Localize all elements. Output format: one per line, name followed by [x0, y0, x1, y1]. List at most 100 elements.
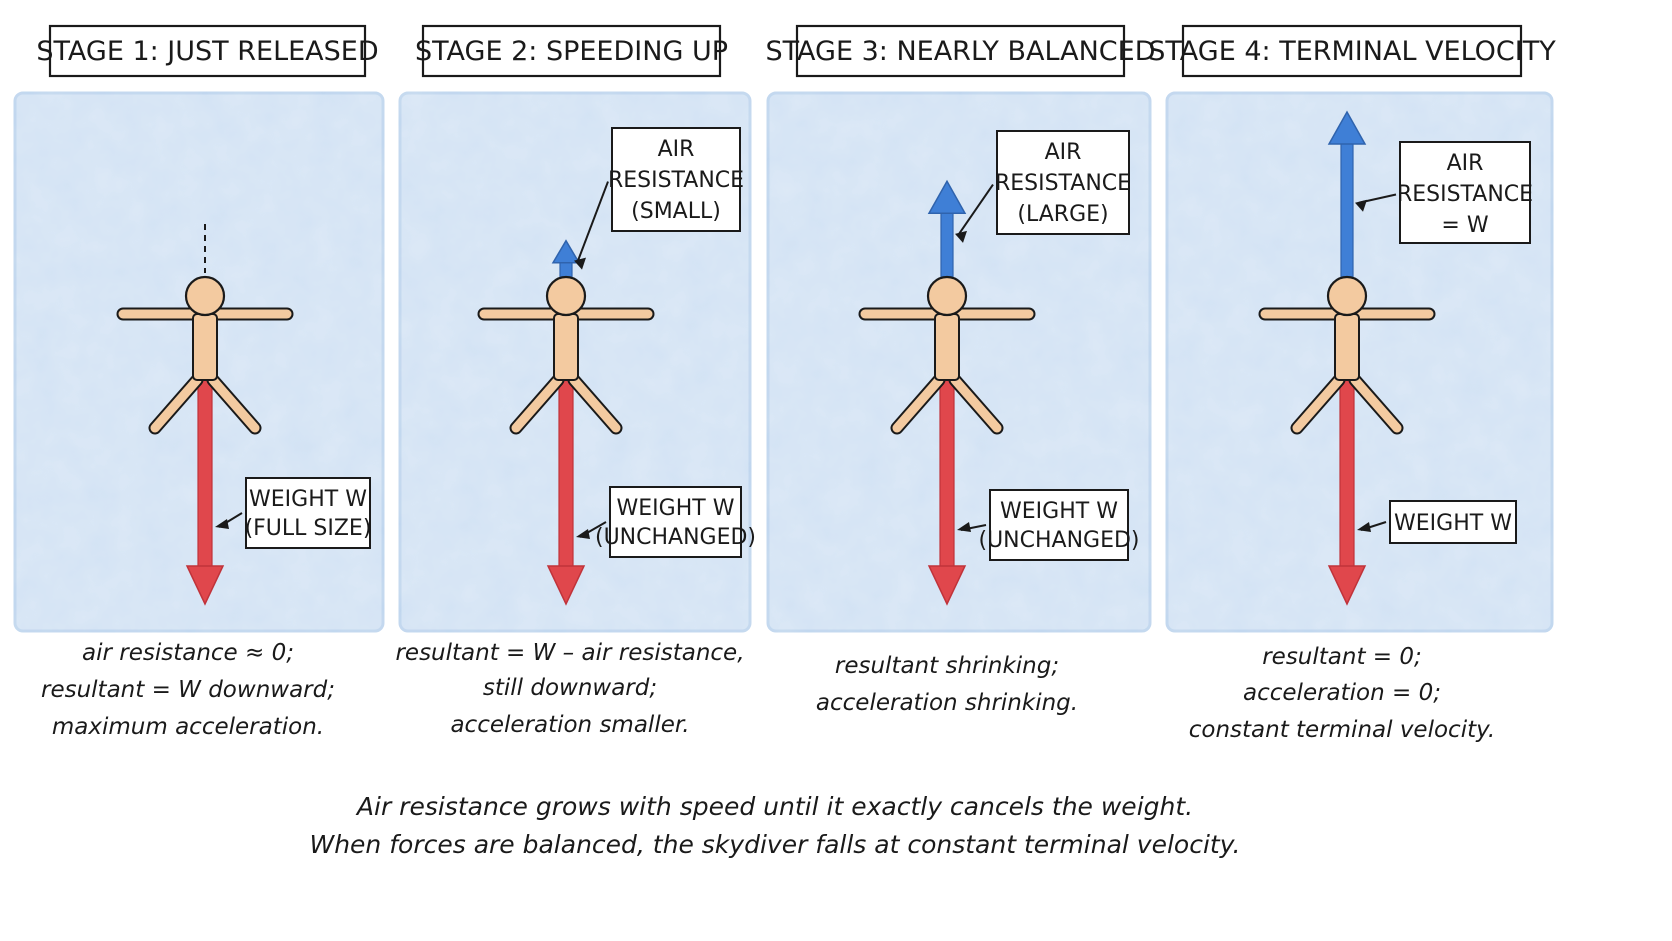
air-label-line: (SMALL) — [631, 199, 721, 224]
head — [545, 275, 587, 317]
weight-label-line: (FULL SIZE) — [245, 516, 372, 541]
air-label-line: RESISTANCE — [995, 171, 1131, 196]
weight-arrow-head — [1327, 565, 1367, 606]
title-box-border — [48, 24, 367, 78]
weight-arrow-icon — [927, 374, 967, 606]
skydiver-figure-icon — [1258, 275, 1436, 435]
air-label-line: RESISTANCE — [1397, 182, 1533, 207]
weight-label: WEIGHT W (UNCHANGED) — [576, 486, 756, 558]
air-label-line: (LARGE) — [1017, 202, 1108, 227]
air-resistance-label: AIR RESISTANCE = W — [1355, 141, 1533, 244]
weight-arrow-shaft — [558, 374, 574, 576]
title-box-border — [421, 24, 722, 78]
air-label-box — [1399, 141, 1531, 244]
weight-label-line: WEIGHT W — [1394, 511, 1512, 536]
air-resistance-label: AIR RESISTANCE (LARGE) — [955, 130, 1131, 243]
caption-line: acceleration smaller. — [450, 712, 689, 738]
air-label-line: AIR — [1045, 140, 1082, 165]
caption-line: resultant shrinking; — [835, 653, 1059, 679]
air-label-line: AIR — [658, 137, 695, 162]
weight-label-line: (UNCHANGED) — [595, 525, 756, 550]
stage-caption: resultant shrinking; acceleration shrinki… — [816, 653, 1078, 716]
weight-pointer-head — [1357, 522, 1371, 532]
air-resistance-arrow-icon — [551, 239, 581, 278]
title-box-border — [1181, 24, 1523, 78]
right-leg — [208, 375, 260, 433]
caption-line: resultant = W – air resistance, — [395, 640, 744, 666]
right-leg — [569, 375, 621, 433]
weight-arrow-shaft — [1339, 374, 1355, 576]
stage-title: STAGE 2: SPEEDING UP — [415, 36, 728, 67]
stage-title: STAGE 4: TERMINAL VELOCITY — [1148, 36, 1556, 67]
stage-caption: air resistance ≈ 0; resultant = W downwar… — [41, 640, 335, 740]
caption-line: maximum acceleration. — [52, 714, 324, 740]
left-leg — [150, 375, 202, 433]
air-resistance-arrow-icon — [1327, 110, 1367, 278]
stage-title: STAGE 1: JUST RELEASED — [36, 36, 378, 67]
stage-caption: resultant = W – air resistance,still dow… — [395, 640, 744, 738]
head — [1326, 275, 1368, 317]
head — [926, 275, 968, 317]
footer-line: Air resistance grows with speed until it… — [355, 792, 1193, 821]
weight-arrow-icon — [1327, 374, 1367, 606]
torso — [934, 313, 960, 381]
footer-line: When forces are balanced, the skydiver f… — [309, 830, 1240, 859]
weight-pointer-head — [215, 519, 229, 529]
right-leg — [950, 375, 1002, 433]
footer: Air resistance grows with speed until it… — [309, 792, 1240, 859]
air-label-line: = W — [1441, 213, 1488, 238]
air-label-box — [611, 127, 741, 232]
stage-1: STAGE 1: JUST RELEASED WEIGHT W (FULL SIZE… — [13, 24, 385, 740]
weight-label-box — [1389, 500, 1517, 544]
weight-arrow-head — [927, 565, 967, 606]
weight-label: WEIGHT W — [1357, 500, 1517, 544]
torso — [192, 313, 218, 381]
weight-arrow-shaft — [939, 374, 955, 576]
air-pointer-head — [574, 257, 586, 270]
weight-pointer-head — [957, 522, 971, 532]
air-pointer-line — [577, 181, 609, 262]
weight-label-line: WEIGHT W — [249, 487, 367, 512]
skydiver-figure-icon — [477, 275, 655, 435]
skydiver-figure-icon — [116, 275, 294, 435]
air-arrow-shaft — [940, 210, 954, 278]
weight-label-line: WEIGHT W — [617, 496, 735, 521]
air-arrow-head — [927, 179, 967, 215]
left-leg — [892, 375, 944, 433]
air-pointer-head — [955, 230, 967, 243]
caption-line: acceleration = 0; — [1243, 680, 1441, 706]
stage-title-box: STAGE 1: JUST RELEASED — [36, 24, 379, 78]
weight-label-box — [609, 486, 742, 558]
head — [184, 275, 226, 317]
stage-title-box: STAGE 2: SPEEDING UP — [415, 24, 728, 78]
weight-arrow-head — [185, 565, 225, 606]
stage-title-box: STAGE 4: TERMINAL VELOCITY — [1148, 24, 1556, 78]
caption-line: air resistance ≈ 0; — [82, 640, 294, 666]
air-label-line: AIR — [1447, 151, 1484, 176]
air-resistance-arrow-icon — [927, 179, 967, 278]
air-pointer-head — [1355, 199, 1367, 212]
caption-line: acceleration shrinking. — [816, 690, 1078, 716]
weight-label-line: WEIGHT W — [1000, 499, 1118, 524]
torso — [553, 313, 579, 381]
weight-pointer-head — [576, 529, 590, 539]
left-leg — [1292, 375, 1344, 433]
weight-arrow-shaft — [197, 374, 213, 576]
stage-caption: resultant = 0;acceleration = 0;constant … — [1189, 644, 1496, 743]
weight-label: WEIGHT W (UNCHANGED) — [957, 489, 1140, 561]
weight-label: WEIGHT W (FULL SIZE) — [215, 477, 372, 549]
air-arrow-shaft — [1340, 141, 1354, 278]
weight-label-box — [245, 477, 371, 549]
stages-layer: STAGE 1: JUST RELEASED WEIGHT W (FULL SIZE… — [13, 24, 1556, 743]
weight-label-box — [989, 489, 1129, 561]
weight-label-line: (UNCHANGED) — [978, 528, 1139, 553]
air-arrow-head — [551, 239, 581, 264]
caption-line: resultant = W downward; — [41, 677, 335, 703]
weight-arrow-head — [546, 565, 586, 606]
title-box-border — [795, 24, 1126, 78]
stage-4: STAGE 4: TERMINAL VELOCITY WEIGHT W AIR RES… — [1148, 24, 1556, 743]
caption-line: resultant = 0; — [1262, 644, 1422, 670]
